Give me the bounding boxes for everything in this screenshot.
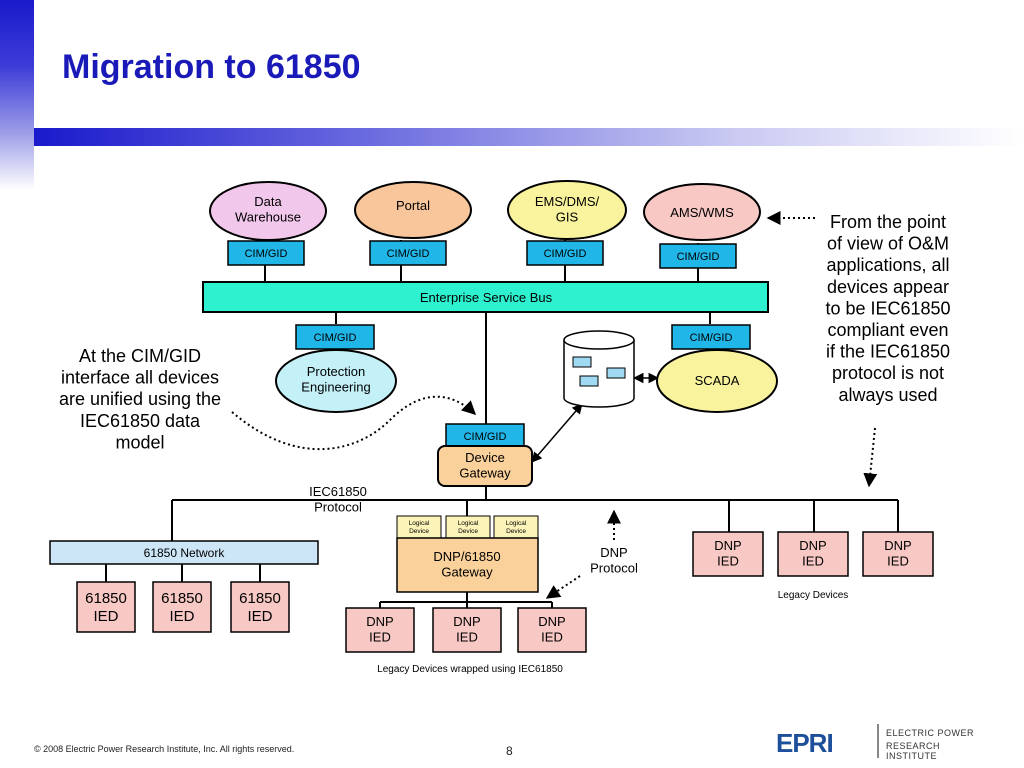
epri-logo-wordmark: EPRI xyxy=(776,728,834,758)
cim-gid-box xyxy=(227,240,305,266)
cim-gid-label: CIM/GID xyxy=(387,248,430,260)
dnp-ied xyxy=(517,607,587,653)
device-gateway xyxy=(437,445,533,487)
cim-gid-box xyxy=(659,243,737,269)
app-ems-dms-gis-label: EMS/DMS/GIS xyxy=(535,194,600,225)
61850-network xyxy=(49,540,319,565)
protection-engineering xyxy=(275,349,397,413)
cim-gid-label: CIM/GID xyxy=(245,248,288,260)
app-portal xyxy=(354,181,472,239)
dnp-ied xyxy=(862,531,934,577)
enterprise-service-bus xyxy=(202,281,769,313)
dnp-61850-gateway xyxy=(396,537,539,593)
cim-gid-label: CIM/GID xyxy=(544,248,587,260)
gateway-storage-arrow xyxy=(531,403,583,463)
database-cylinder-icon xyxy=(563,330,635,408)
cim-gid-box xyxy=(295,324,375,350)
61850-ied xyxy=(76,581,136,633)
slide-accent-bar xyxy=(0,0,34,190)
page-number: 8 xyxy=(506,744,513,758)
app-ams-wms xyxy=(643,183,761,241)
app-portal-label: Portal xyxy=(396,198,430,213)
scada xyxy=(656,349,778,413)
cim-gid-box xyxy=(526,240,604,266)
annotation-arrows xyxy=(231,211,878,599)
dnp-ied xyxy=(777,531,849,577)
scada-label: SCADA xyxy=(695,373,740,388)
legacy-wrapped-caption: Legacy Devices wrapped using IEC61850 xyxy=(377,664,563,675)
logo-divider xyxy=(877,724,879,758)
title-underline xyxy=(34,128,1024,146)
61850-ied xyxy=(152,581,212,633)
cim-gid-label: CIM/GID xyxy=(677,251,720,263)
cim-gid-label: CIM/GID xyxy=(690,332,733,344)
app-ams-wms-label: AMS/WMS xyxy=(670,205,734,220)
app-ems-dms-gis xyxy=(507,180,627,240)
enterprise-service-bus-label: Enterprise Service Bus xyxy=(420,290,553,305)
cim-gid-box xyxy=(671,324,751,350)
dnp-ied xyxy=(345,607,415,653)
legacy-devices-caption: Legacy Devices xyxy=(778,590,849,601)
logo-line-1: ELECTRIC POWER xyxy=(886,728,975,738)
cim-gid-label: CIM/GID xyxy=(314,332,357,344)
61850-ied xyxy=(230,581,290,633)
logo-line-2: RESEARCH INSTITUTE xyxy=(886,741,941,761)
slide-title: Migration to 61850 xyxy=(62,48,361,86)
app-data-warehouse xyxy=(209,181,327,241)
61850-network-label: 61850 Network xyxy=(144,546,226,560)
epri-logo: EPRI ELECTRIC POWER RESEARCH INSTITUTE xyxy=(776,722,986,762)
cim-gid-label: CIM/GID xyxy=(464,431,507,443)
dnp-ied xyxy=(432,607,502,653)
footer-copyright: © 2008 Electric Power Research Institute… xyxy=(34,744,295,754)
dnp-ied xyxy=(692,531,764,577)
cim-gid-box xyxy=(369,240,447,266)
